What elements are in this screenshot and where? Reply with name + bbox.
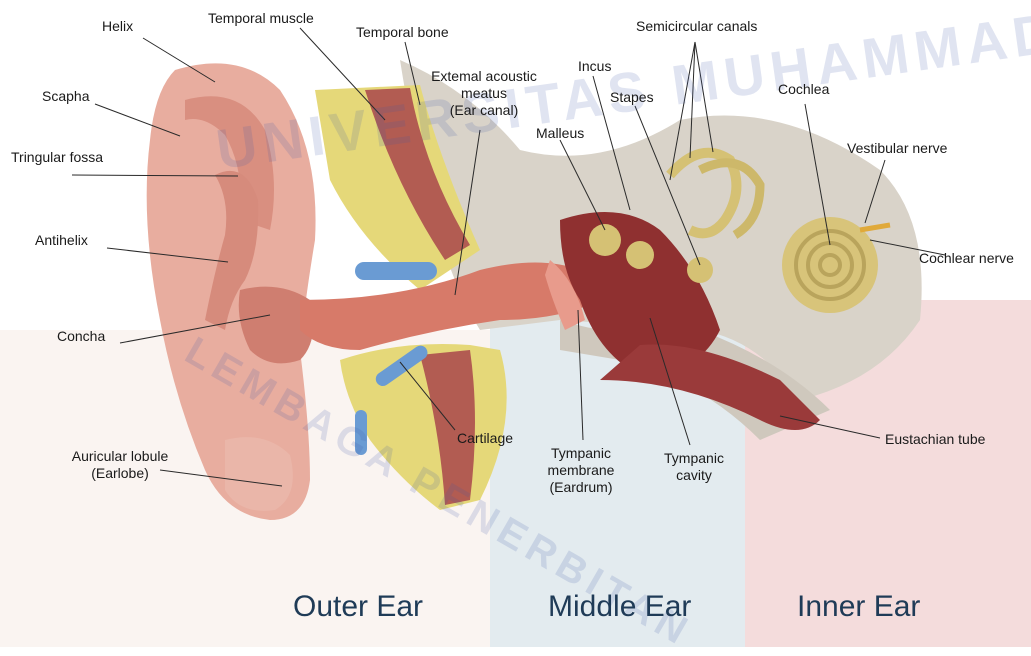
- label-cartilage: Cartilage: [457, 430, 513, 447]
- label-tympanic-cavity: Tympanic cavity: [654, 450, 734, 484]
- label-temporal-muscle: Temporal muscle: [208, 10, 314, 27]
- label-external-acoustic: Extemal acoustic meatus (Ear canal): [424, 68, 544, 119]
- label-auricular-lobule: Auricular lobule (Earlobe): [60, 448, 180, 482]
- label-external-acoustic-line1: Extemal acoustic: [424, 68, 544, 85]
- label-helix: Helix: [102, 18, 133, 35]
- label-external-acoustic-line2: meatus: [424, 85, 544, 102]
- label-cochlear-nerve: Cochlear nerve: [919, 250, 1014, 267]
- label-auricular-line1: Auricular lobule: [60, 448, 180, 465]
- incus-shape: [626, 241, 654, 269]
- region-outer-ear: Outer Ear: [293, 590, 423, 624]
- label-cochlea: Cochlea: [778, 81, 829, 98]
- region-middle-ear: Middle Ear: [548, 590, 691, 624]
- label-tympanic-membrane-line1: Tympanic: [536, 445, 626, 462]
- upper-vessel: [355, 262, 437, 280]
- label-eustachian-tube: Eustachian tube: [885, 431, 985, 448]
- stapes-shape: [687, 257, 713, 283]
- label-tympanic-cavity-line1: Tympanic: [654, 450, 734, 467]
- label-scapha: Scapha: [42, 88, 89, 105]
- label-auricular-line2: (Earlobe): [60, 465, 180, 482]
- label-semicircular-canals: Semicircular canals: [636, 18, 757, 35]
- label-malleus: Malleus: [536, 125, 584, 142]
- malleus-shape: [589, 224, 621, 256]
- label-stapes: Stapes: [610, 89, 654, 106]
- label-temporal-bone: Temporal bone: [356, 24, 449, 41]
- label-antihelix: Antihelix: [35, 232, 88, 249]
- label-tympanic-membrane-line2: membrane: [536, 462, 626, 479]
- label-incus: Incus: [578, 58, 611, 75]
- label-tympanic-cavity-line2: cavity: [654, 467, 734, 484]
- label-vestibular-nerve: Vestibular nerve: [847, 140, 947, 157]
- label-external-acoustic-line3: (Ear canal): [424, 102, 544, 119]
- label-tympanic-membrane: Tympanic membrane (Eardrum): [536, 445, 626, 496]
- label-concha: Concha: [57, 328, 105, 345]
- label-triangular-fossa: Tringular fossa: [11, 149, 103, 166]
- region-inner-ear: Inner Ear: [797, 590, 920, 624]
- label-tympanic-membrane-line3: (Eardrum): [536, 479, 626, 496]
